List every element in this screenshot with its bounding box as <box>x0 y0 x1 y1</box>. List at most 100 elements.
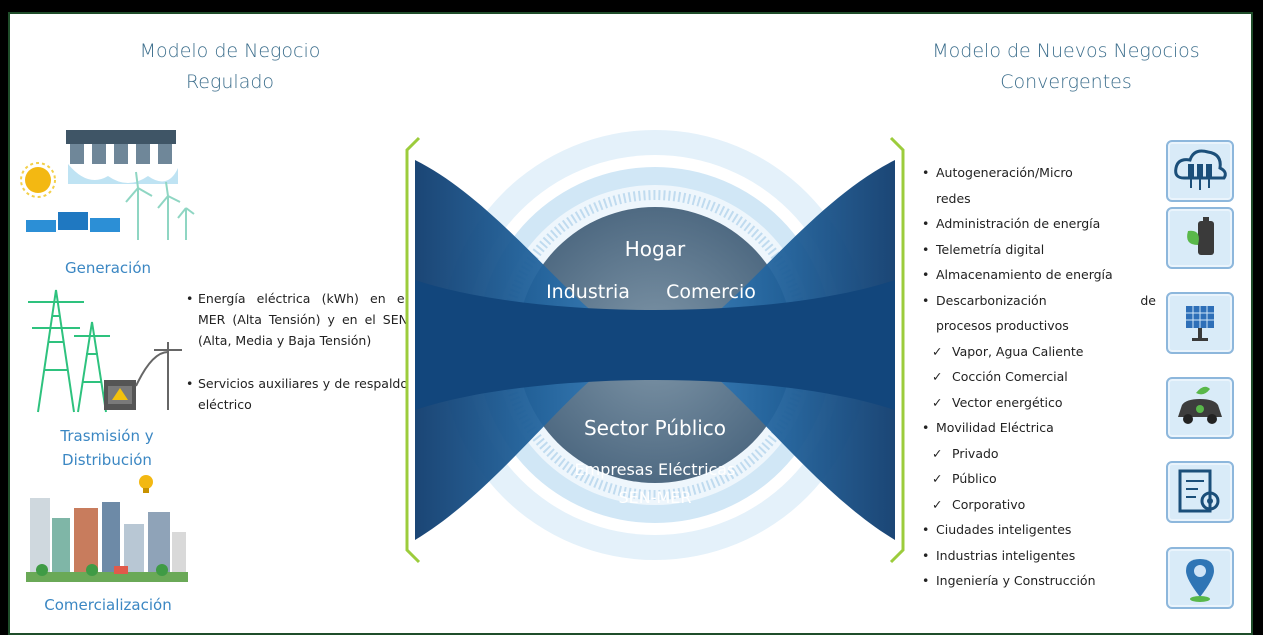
solar-panel-icon <box>1186 306 1214 341</box>
transmision-label-line2: Distribución <box>62 451 152 469</box>
list-item: • Ciudades inteligentes <box>922 517 1157 543</box>
list-item: ✓ Cocción Comercial <box>922 364 1157 390</box>
list-item: ✓ Vector energético <box>922 390 1157 416</box>
regulated-bullet-text: Energía eléctrica (kWh) en el MER (Alta … <box>198 291 408 348</box>
transformer-icon <box>104 380 136 410</box>
bullet-dot: • <box>922 165 930 180</box>
hogar-label: Hogar <box>625 237 686 261</box>
list-item: ✓ Corporativo <box>922 492 1157 518</box>
sector-publico-label: Sector Público <box>584 416 726 440</box>
bullet-dot: • <box>186 376 194 391</box>
right-heading: Modelo de Nuevos Negocios Convergentes <box>896 36 1236 98</box>
right-heading-line2: Convergentes <box>1000 71 1132 93</box>
center-band <box>415 280 895 410</box>
list-item-text: Vapor, Agua Caliente <box>952 343 1084 359</box>
solar-panel-icon-box <box>1166 292 1234 354</box>
electric-car-icon <box>1178 386 1222 424</box>
solar-panels-icon <box>26 212 120 232</box>
list-item-text: Almacenamiento de energía <box>936 267 1113 282</box>
bullet-dot: • <box>186 291 194 306</box>
cloud-server-icon <box>1174 149 1227 190</box>
list-item: ✓ Privado <box>922 441 1157 467</box>
central-diagram: Hogar Industria Comercio Sector Público … <box>405 130 905 564</box>
bullet-dot: • <box>922 216 930 231</box>
list-item-text: Autogeneración/Micro <box>936 165 1073 180</box>
regulated-bullet-item: • Energía eléctrica (kWh) en el MER (Alt… <box>186 288 408 351</box>
list-item: • Ingeniería y Construcción <box>922 568 1157 594</box>
check-icon: ✓ <box>932 445 943 461</box>
empresas-electricas-label: Empresas Eléctricas <box>575 460 736 479</box>
city-buildings-icon <box>26 498 188 582</box>
continuation-indent <box>922 186 936 212</box>
electric-car-icon-box <box>1166 377 1234 439</box>
list-item-text: Privado <box>952 445 999 461</box>
comercializacion-label: Comercialización <box>44 596 172 614</box>
settings-document-icon-box <box>1166 461 1234 523</box>
generacion-label: Generación <box>64 259 152 277</box>
list-item-text: Corporativo <box>952 496 1026 512</box>
list-item-text: Vector energético <box>952 394 1063 410</box>
check-icon: ✓ <box>932 496 943 512</box>
left-heading-line1: Modelo de Negocio <box>139 40 321 62</box>
bullet-dot: • <box>922 522 930 537</box>
generation-illustration <box>20 130 195 240</box>
regulated-bullets: • Energía eléctrica (kWh) en el MER (Alt… <box>186 288 408 437</box>
battery-leaf-icon <box>1187 217 1214 255</box>
location-pin-icon-box <box>1166 547 1234 609</box>
regulated-bullet-item: • Servicios auxiliares y de respaldo elé… <box>186 373 408 415</box>
transmision-label-line1: Trasmisión y <box>60 427 154 445</box>
transmission-illustration <box>28 289 182 413</box>
list-item: redes <box>922 186 1157 212</box>
location-pin-icon <box>1186 559 1214 602</box>
regulated-bullet-text: Servicios auxiliares y de respaldo eléct… <box>198 376 408 412</box>
check-icon: ✓ <box>932 471 943 486</box>
bullet-dot: • <box>922 420 930 435</box>
list-item: • Autogeneración/Micro <box>922 160 1157 186</box>
bullet-dot: • <box>922 573 930 588</box>
list-item-text: Público <box>952 471 997 486</box>
battery-leaf-icon-box <box>1166 207 1234 269</box>
left-heading-line2: Regulado <box>185 71 275 93</box>
list-item: •Industrias inteligentes <box>922 543 1157 569</box>
lightbulb-icon <box>139 475 153 493</box>
list-item: ✓ Vapor, Agua Caliente <box>922 339 1157 365</box>
left-heading: Modelo de Negocio Regulado <box>95 36 365 98</box>
comercio-label: Comercio <box>666 281 756 303</box>
list-item-text: Ciudades inteligentes <box>936 522 1072 537</box>
sun-icon <box>20 162 56 198</box>
list-item-text: procesos productivos <box>936 318 1069 333</box>
continuation-indent <box>922 313 936 339</box>
bullet-dot: • <box>922 267 930 282</box>
left-green-bracket <box>405 136 421 564</box>
city-illustration <box>26 475 188 582</box>
dam-icon <box>66 130 178 184</box>
list-item-text: Ingeniería y Construcción <box>936 573 1096 588</box>
right-heading-line1: Modelo de Nuevos Negocios <box>932 40 1200 62</box>
list-item-text: Telemetría digital <box>936 241 1045 257</box>
list-item-text: Administración de energía <box>936 216 1101 231</box>
right-green-bracket <box>889 136 905 564</box>
list-item: • Movilidad Eléctrica <box>922 415 1157 441</box>
wind-turbines-icon <box>125 171 195 240</box>
settings-document-icon <box>1178 469 1220 513</box>
bullet-dot: • <box>922 292 930 308</box>
transmision-label: Trasmisión y Distribución <box>22 424 192 472</box>
list-item-text: redes <box>936 190 971 206</box>
bullet-dot: • <box>922 241 930 257</box>
transmission-tower-icon <box>28 289 110 413</box>
industria-label: Industria <box>546 281 630 303</box>
list-item-text: Cocción Comercial <box>952 369 1068 384</box>
utility-pole-icon <box>135 342 182 410</box>
bullet-dot: • <box>922 547 930 563</box>
check-icon: ✓ <box>932 369 943 384</box>
list-item: ✓ Público <box>922 466 1157 492</box>
list-item-text: Movilidad Eléctrica <box>936 420 1054 435</box>
check-icon: ✓ <box>932 343 943 359</box>
new-business-list: • Autogeneración/Micro redes • Administració… <box>922 160 1157 594</box>
list-item: • Almacenamiento de energía <box>922 262 1157 288</box>
sen-mer-label: SEN-MER <box>618 488 691 507</box>
list-item: • Telemetría digital <box>922 237 1157 263</box>
check-icon: ✓ <box>932 394 943 410</box>
